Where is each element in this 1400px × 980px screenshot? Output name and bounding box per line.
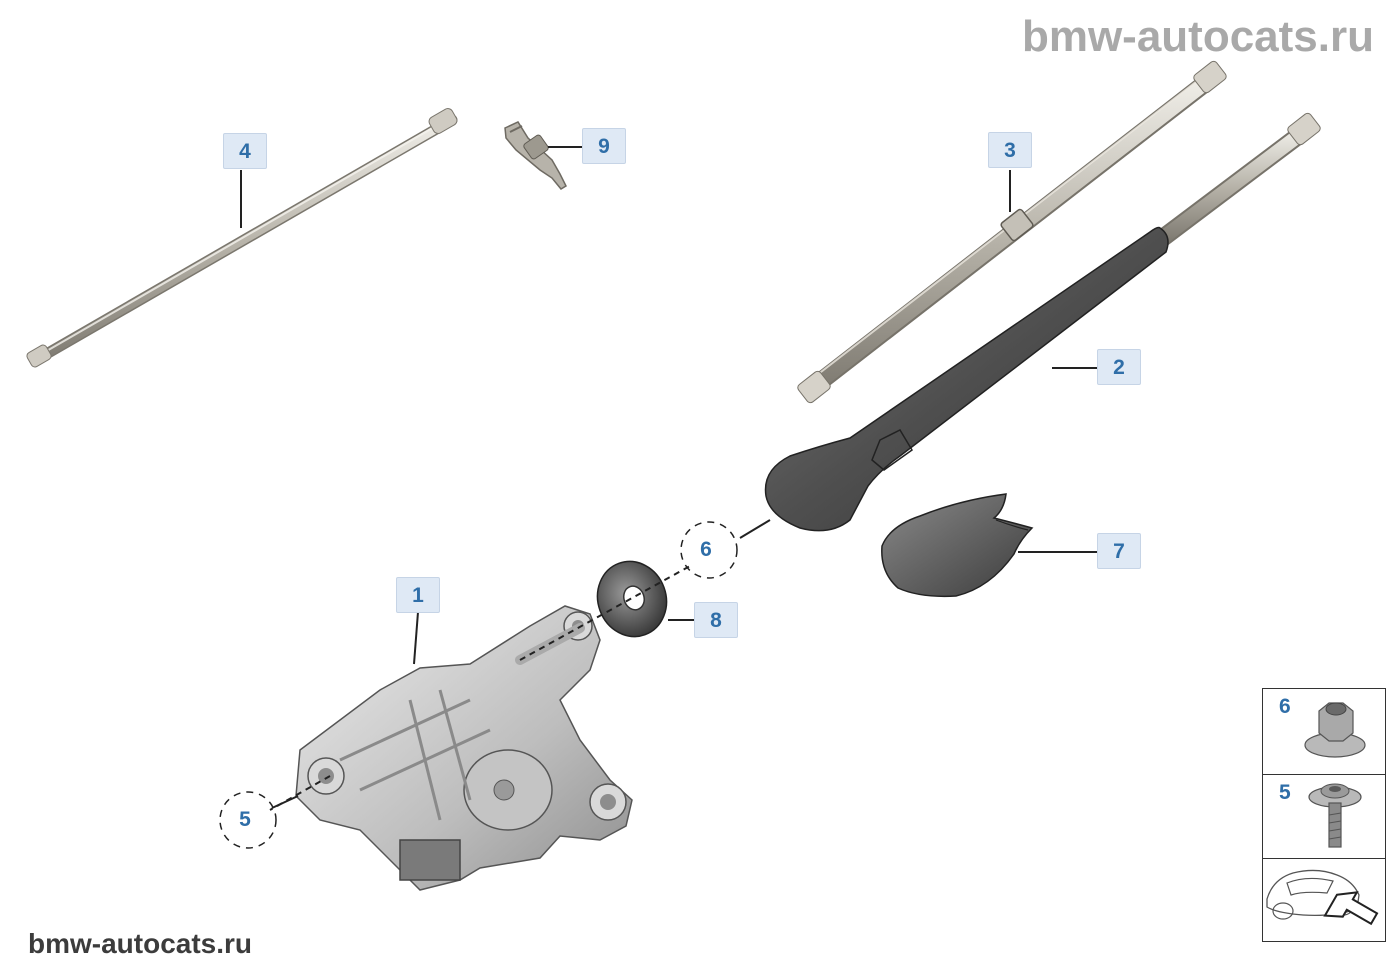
wiper-rod-part — [26, 108, 458, 368]
callout-4[interactable]: 4 — [223, 133, 267, 169]
watermark-top: bmw-autocats.ru — [1021, 12, 1374, 61]
washer-part — [596, 560, 668, 638]
nozzle-part — [504, 121, 567, 190]
watermark-bottom: bmw-autocats.ru — [28, 928, 253, 959]
cap-part — [881, 493, 1034, 598]
wiper-motor-part — [295, 605, 633, 891]
dashed-circle-6 — [680, 521, 738, 579]
flange-nut-icon — [1304, 702, 1366, 758]
legend-bolt-cell: 5 — [1263, 775, 1385, 859]
legend-nut-cell: 6 — [1263, 689, 1385, 775]
callout-3[interactable]: 3 — [988, 132, 1032, 168]
callout-9[interactable]: 9 — [582, 128, 626, 164]
legend-bolt-label: 5 — [1279, 781, 1291, 804]
dashed-circle-5 — [219, 791, 277, 849]
callout-7[interactable]: 7 — [1097, 533, 1141, 569]
callout-2[interactable]: 2 — [1097, 349, 1141, 385]
legend-panel: 6 5 — [1262, 688, 1386, 942]
callout-1[interactable]: 1 — [396, 577, 440, 613]
legend-nut-label: 6 — [1279, 695, 1291, 718]
arrow-icon — [1323, 891, 1379, 926]
callout-8[interactable]: 8 — [694, 602, 738, 638]
wiper-blade-part — [797, 60, 1227, 404]
wiper-arm-part — [764, 112, 1321, 532]
callout-5[interactable]: 5 — [239, 808, 251, 831]
bolt-icon — [1308, 783, 1362, 848]
leader-lines — [240, 146, 1098, 811]
legend-car-cell — [1263, 859, 1385, 943]
callout-6[interactable]: 6 — [700, 538, 712, 561]
